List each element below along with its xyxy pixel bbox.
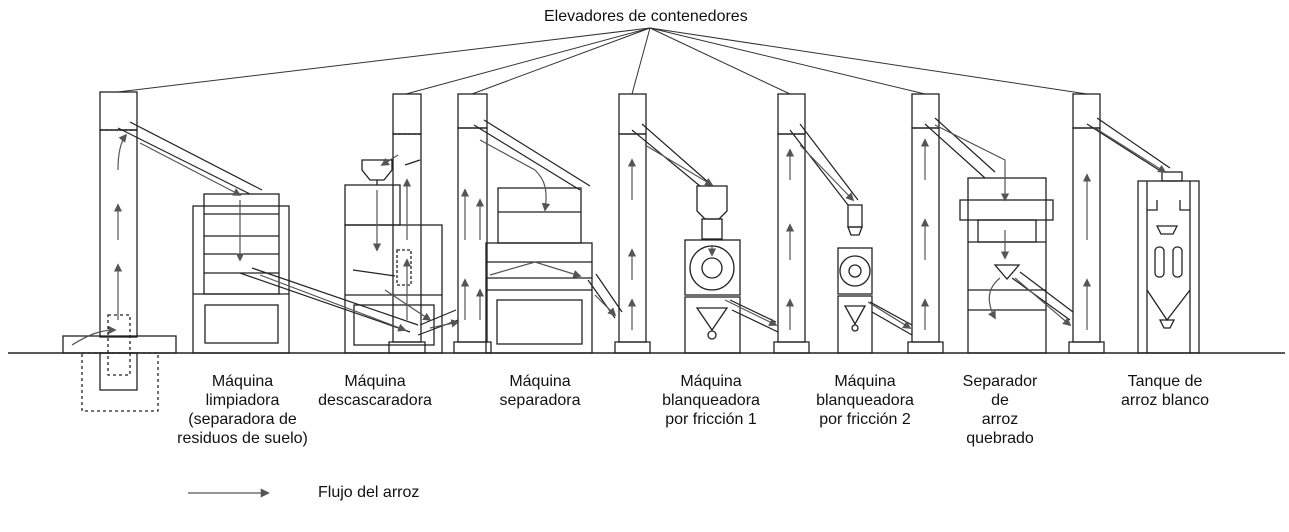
whitening-machine-1-drawing — [684, 185, 741, 354]
conveyor-chutes — [117, 117, 1171, 336]
machine-label-cleaner: Máquina limpiadora (separadora de residu… — [177, 373, 308, 447]
rice-flow-arrows — [71, 124, 1167, 346]
machine-label-whitener-1: Máquina blanqueadora por fricción 1 — [662, 373, 760, 428]
machine-label-whitener-2: Máquina blanqueadora por fricción 2 — [816, 373, 914, 428]
legend-label: Flujo del arroz — [318, 484, 420, 501]
whitening-machine-2-drawing — [837, 204, 873, 354]
machine-label-separator: Máquina separadora — [499, 373, 581, 409]
elevator-4 — [614, 93, 651, 354]
elevator-leader-lines — [117, 27, 1088, 95]
elevators-title: Elevadores de contenedores — [544, 8, 748, 25]
white-rice-tank-drawing — [1137, 171, 1200, 354]
elevator-6 — [907, 93, 944, 354]
elevator-7 — [1068, 93, 1105, 354]
separator-machine-drawing — [485, 187, 593, 354]
elevator-1 — [62, 91, 177, 412]
machine-label-broken-rice-separator: Separador de arroz quebrado — [962, 373, 1038, 447]
machine-label-husker: Máquina descascaradora — [318, 373, 432, 409]
broken-rice-separator-drawing — [959, 177, 1054, 354]
machine-label-white-rice-tank: Tanque de arroz blanco — [1120, 373, 1210, 409]
elevator-5 — [773, 93, 810, 354]
